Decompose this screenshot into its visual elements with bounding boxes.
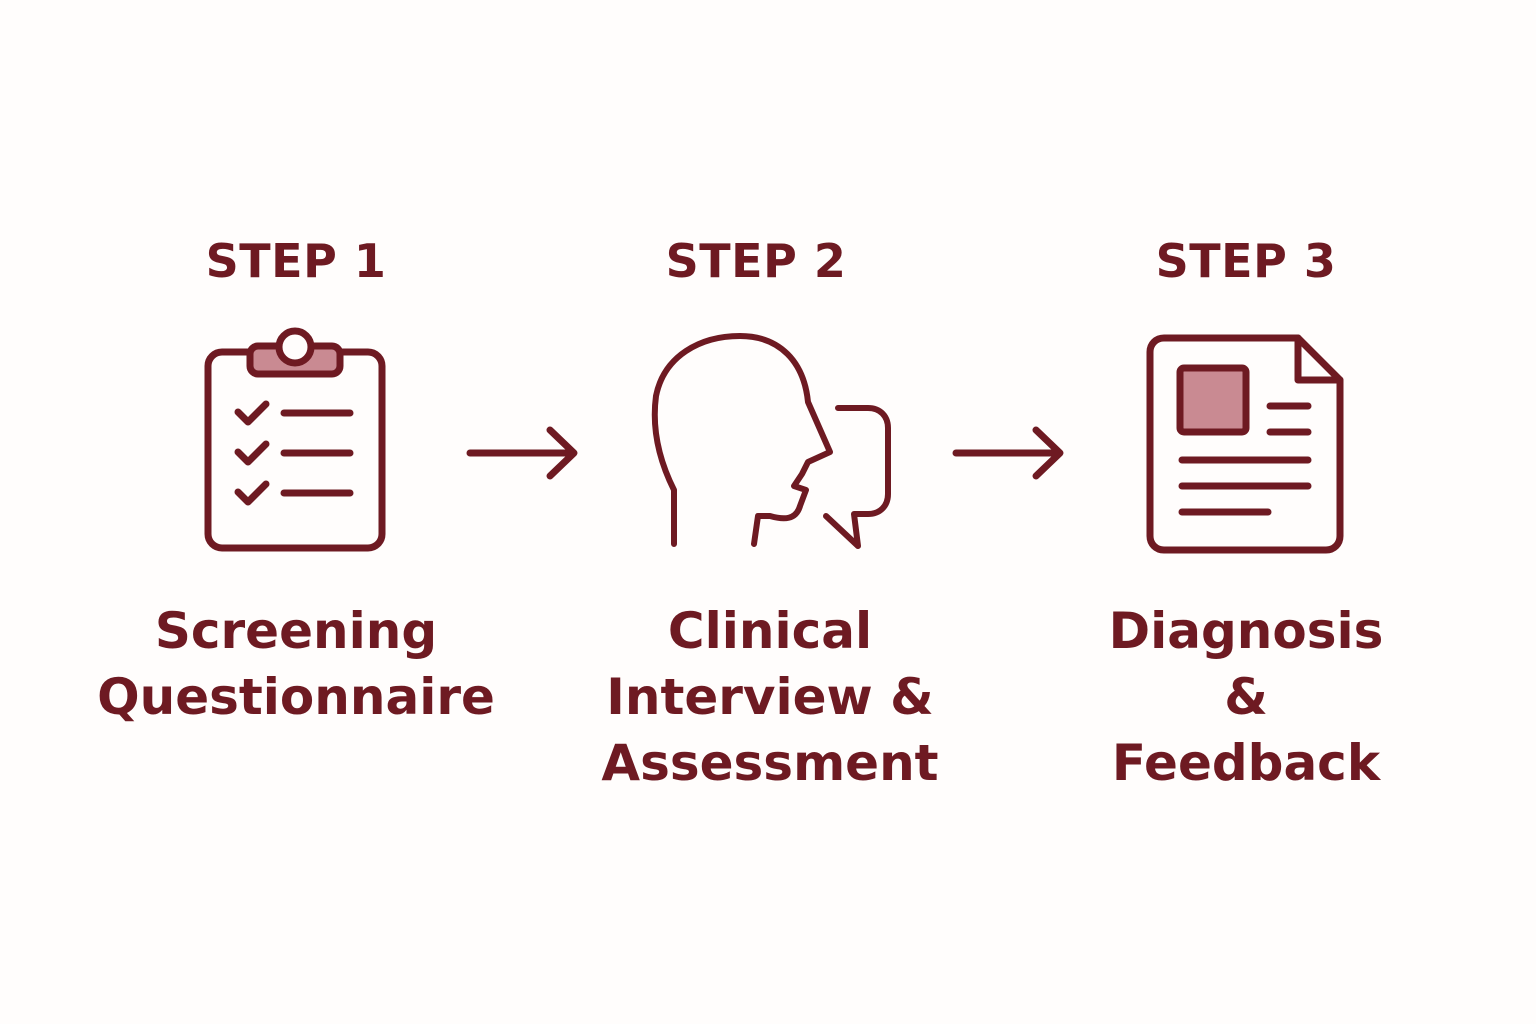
step-1-title: STEP 1 — [205, 234, 387, 288]
step-2-title: STEP 2 — [665, 234, 847, 288]
step-3-title: STEP 3 — [1155, 234, 1337, 288]
step-2-label: Clinical Interview & Assessment — [601, 602, 939, 792]
step-3-label: Diagnosis & Feedback — [1108, 602, 1384, 792]
step-1-label: Screening Questionnaire — [97, 602, 495, 726]
